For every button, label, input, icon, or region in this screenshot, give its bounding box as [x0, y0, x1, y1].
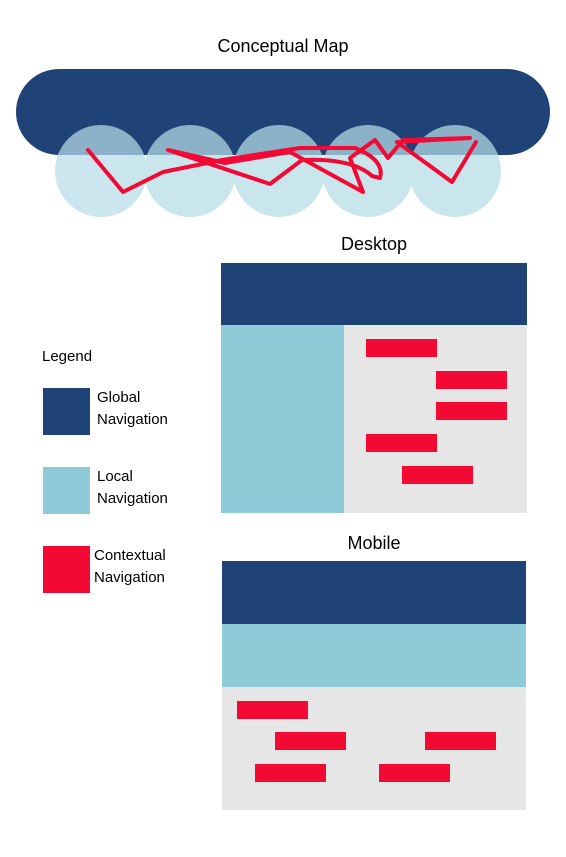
legend-label-line: Navigation	[97, 490, 168, 507]
mobile-contextual-link	[425, 732, 496, 750]
legend-swatch-global	[43, 388, 90, 435]
desktop-content-area	[344, 325, 527, 513]
legend-label-local: Local Navigation	[97, 466, 197, 510]
mobile-local-nav	[222, 624, 526, 687]
legend-label-line: Global	[97, 389, 141, 406]
legend-label-line: Navigation	[94, 569, 165, 586]
local-circle-1	[55, 125, 147, 217]
legend-label-line: Navigation	[97, 411, 168, 428]
local-circle-2	[144, 125, 236, 217]
legend-swatch-local	[43, 467, 90, 514]
desktop-local-nav	[221, 325, 344, 513]
global-navigation-bar	[16, 69, 550, 155]
legend-swatch-contextual	[43, 546, 90, 593]
conceptual-map-diagram	[16, 69, 550, 217]
mobile-contextual-link	[237, 701, 308, 719]
legend-heading: Legend	[42, 348, 93, 365]
desktop-global-nav	[221, 263, 527, 325]
local-circle-3	[233, 125, 325, 217]
mobile-content-area	[222, 687, 526, 810]
mobile-contextual-link	[255, 764, 326, 782]
contextual-navigation-path	[86, 136, 478, 194]
conceptual-map-title: Conceptual Map	[217, 36, 349, 56]
desktop-title: Desktop	[340, 234, 408, 254]
desktop-contextual-link	[436, 402, 507, 420]
legend-label-contextual: Contextual Navigation	[94, 545, 194, 589]
desktop-layout	[221, 263, 527, 513]
desktop-contextual-link	[436, 371, 507, 389]
desktop-contextual-link	[366, 339, 437, 357]
desktop-contextual-link	[366, 434, 437, 452]
local-circle-5	[409, 125, 501, 217]
mobile-layout	[222, 561, 526, 810]
mobile-contextual-link	[379, 764, 450, 782]
legend-label-line: Contextual	[94, 547, 166, 564]
local-navigation-circles	[55, 125, 501, 217]
mobile-contextual-link	[275, 732, 346, 750]
legend-label-line: Local	[97, 468, 133, 485]
legend-label-global: Global Navigation	[97, 387, 197, 431]
mobile-title: Mobile	[347, 533, 401, 553]
desktop-contextual-link	[402, 466, 473, 484]
mobile-global-nav	[222, 561, 526, 624]
